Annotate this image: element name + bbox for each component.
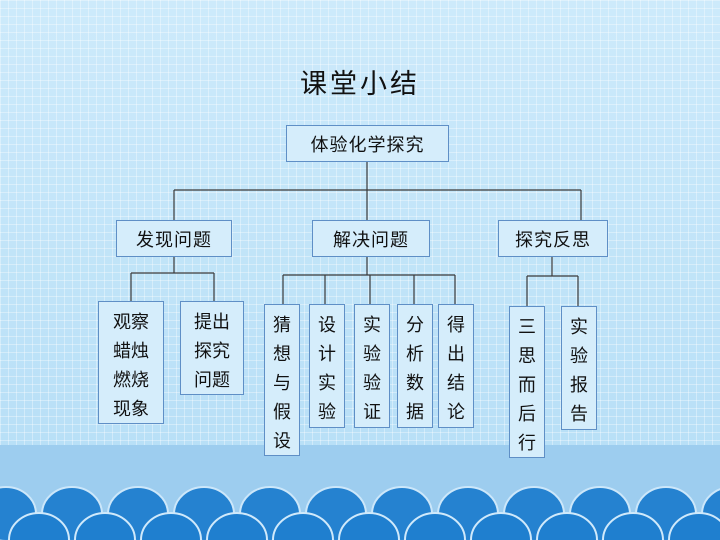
leaf-raise-question: 提出探究问题 (180, 301, 244, 395)
wave-arc (470, 512, 532, 540)
root-node: 体验化学探究 (286, 125, 449, 162)
leaf-experiment-report: 实验报告 (561, 306, 597, 430)
connector-branch-2 (282, 256, 456, 304)
leaf-hypothesis: 猜想与假设 (264, 304, 300, 456)
leaf-design-experiment: 设计实验 (309, 304, 345, 428)
wave-arc (602, 512, 664, 540)
wave-arc (404, 512, 466, 540)
wave-arc (74, 512, 136, 540)
leaf-think-before-act: 三思而后行 (509, 306, 545, 458)
wave-arc (338, 512, 400, 540)
branch-node-reflect: 探究反思 (498, 220, 608, 257)
leaf-verify-experiment: 实验验证 (354, 304, 390, 428)
wave-arc (272, 512, 334, 540)
leaf-draw-conclusion: 得出结论 (438, 304, 474, 428)
wave-decoration (0, 486, 720, 540)
wave-arc (140, 512, 202, 540)
connector-branch-1 (130, 256, 215, 301)
wave-arc (536, 512, 598, 540)
branch-node-solve: 解决问题 (312, 220, 430, 257)
connector-root (173, 162, 582, 220)
wave-arc (668, 512, 720, 540)
wave-arc (206, 512, 268, 540)
wave-arc (8, 512, 70, 540)
branch-node-discover: 发现问题 (116, 220, 232, 257)
leaf-analyze-data: 分析数据 (397, 304, 433, 428)
leaf-observe-candle: 观察蜡烛燃烧现象 (98, 301, 164, 424)
connector-branch-3 (526, 256, 579, 306)
slide-title: 课堂小结 (300, 69, 420, 100)
